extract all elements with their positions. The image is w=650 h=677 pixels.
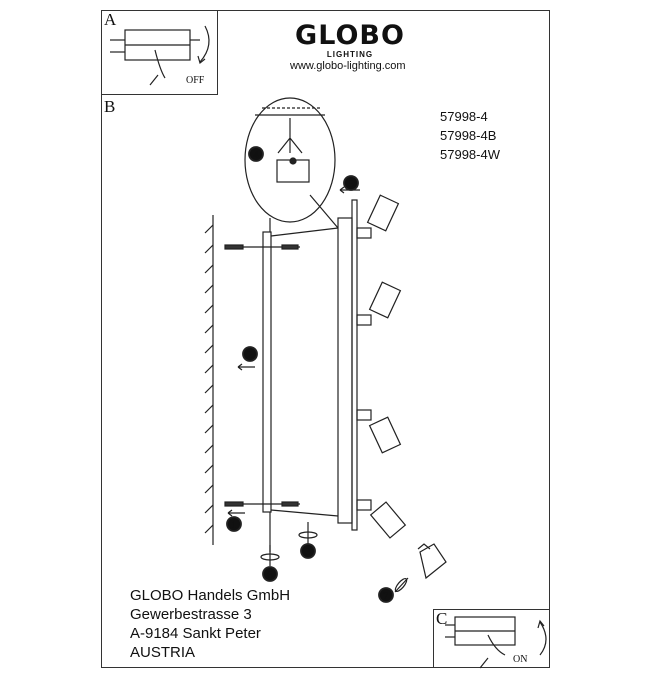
svg-text:4: 4: [253, 149, 259, 161]
address-line: Gewerbestrasse 3: [130, 606, 252, 623]
section-c-label: C: [436, 609, 448, 628]
rotate-arrow-icon: [394, 577, 409, 593]
section-b-label: B: [104, 97, 116, 116]
spotlight: [356, 281, 402, 326]
step-5-marker: 5: [343, 175, 359, 191]
website-url: www.globo-lighting.com: [290, 60, 406, 72]
breaker-on-illustration: [445, 616, 547, 669]
logo-brand: GLOBO: [295, 20, 405, 51]
svg-text:6: 6: [267, 569, 273, 581]
step-2-marker: 2: [242, 346, 258, 362]
svg-text:5: 5: [348, 178, 354, 190]
step-1-marker: 1: [226, 516, 242, 532]
address-line: AUSTRIA: [130, 644, 196, 661]
page-frame: [101, 10, 550, 668]
arrow-icon: [298, 522, 318, 545]
arrow-icon: [260, 545, 280, 566]
model-number: 57998-4: [440, 109, 488, 124]
svg-text:3: 3: [305, 546, 311, 558]
address-line: A-9184 Sankt Peter: [130, 625, 261, 642]
company-address: GLOBO Handels GmbH Gewerbestrasse 3 A-91…: [130, 586, 290, 662]
arrow-icon: [237, 363, 255, 371]
section-a-box: [101, 10, 218, 95]
svg-text:7: 7: [383, 590, 389, 602]
off-label: OFF: [186, 75, 205, 86]
breaker-off-illustration: [110, 25, 210, 86]
svg-text:2: 2: [247, 349, 253, 361]
screw-icon: [224, 244, 300, 250]
arrow-icon: [339, 186, 360, 194]
on-label: ON: [513, 654, 528, 665]
step-4-marker: 4: [248, 146, 264, 162]
spotlight: [356, 499, 407, 539]
globo-logo: GLOBO LIGHTING: [280, 20, 420, 60]
logo-sub: LIGHTING: [326, 50, 374, 59]
step-3-marker: 3: [300, 543, 316, 559]
wall: [204, 215, 214, 545]
spotlight: [356, 194, 400, 239]
wiring-detail-circle: [244, 97, 339, 229]
screw-icon: [224, 501, 300, 507]
step-6-marker: 6: [262, 566, 278, 582]
arrow-icon: [227, 509, 245, 517]
model-number: 57998-4B: [440, 128, 497, 143]
model-numbers: 57998-4 57998-4B 57998-4W: [440, 107, 500, 164]
section-a-label: A: [104, 10, 117, 29]
gu10-bulb-icon: [417, 543, 447, 580]
svg-text:1: 1: [231, 519, 237, 531]
spotlight: [356, 409, 402, 454]
address-line: GLOBO Handels GmbH: [130, 587, 291, 604]
step-7-marker: 7: [378, 587, 394, 603]
fixture-base: [270, 199, 358, 531]
section-c-box: [433, 609, 550, 668]
model-number: 57998-4W: [440, 147, 500, 162]
mounting-bracket: [262, 231, 272, 513]
